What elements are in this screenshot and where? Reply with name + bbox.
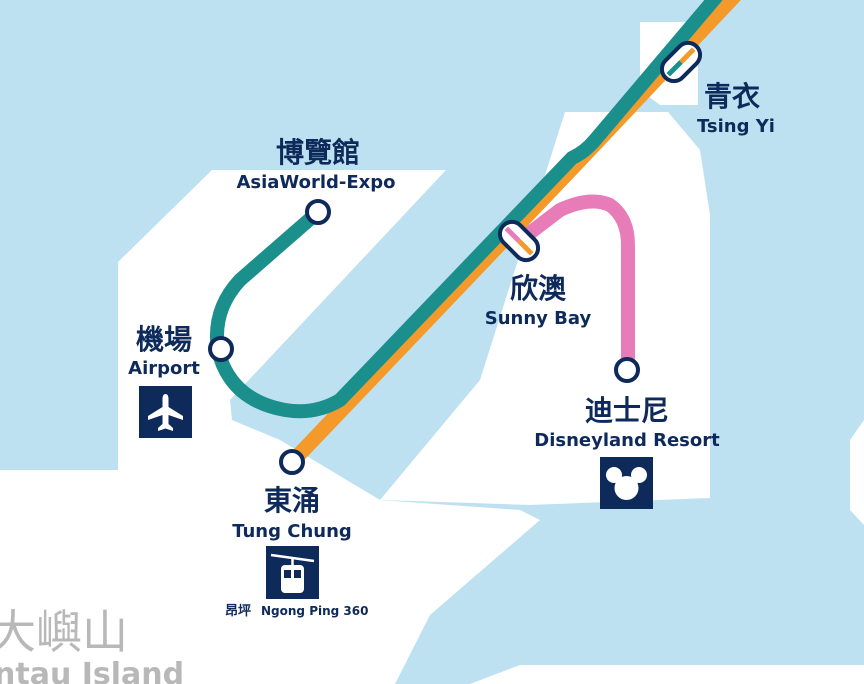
station-name-zh-asiaworld-expo: 博覽館 <box>276 136 360 169</box>
attraction-name-zh: 昂坪 <box>225 603 251 619</box>
station-name-zh-airport: 機場 <box>136 323 192 356</box>
island-label: 大嶼山 ntau Island <box>0 605 184 684</box>
land-bottom-right <box>470 665 864 684</box>
attraction-label-ngong-ping: 昂坪 Ngong Ping 360 <box>225 603 368 619</box>
station-name-zh-disneyland-resort: 迪士尼 <box>585 394 669 427</box>
land-masses <box>0 22 864 684</box>
station-marker-tsing-yi[interactable] <box>657 38 705 86</box>
airplane-icon <box>139 386 192 438</box>
land-airport-island <box>118 170 446 470</box>
station-name-zh-tung-chung: 東涌 <box>264 484 320 517</box>
disneyland-resort-line <box>513 194 635 368</box>
airport-express-line <box>210 0 723 419</box>
station-name-en-asiaworld-expo: AsiaWorld-Expo <box>236 172 395 193</box>
station-marker-airport[interactable] <box>208 336 234 362</box>
station-name-en-tsing-yi: Tsing Yi <box>697 116 775 137</box>
station-marker-tung-chung[interactable] <box>279 449 305 475</box>
station-markers <box>208 38 705 475</box>
station-name-zh-tsing-yi: 青衣 <box>704 80 760 113</box>
station-name-en-sunny-bay: Sunny Bay <box>485 308 592 329</box>
station-marker-asiaworld-expo[interactable] <box>305 199 331 225</box>
station-name-en-tung-chung: Tung Chung <box>232 521 352 542</box>
station-name-en-disneyland-resort: Disneyland Resort <box>534 430 720 451</box>
mickey-icon <box>600 457 653 509</box>
cable-car-icon <box>266 546 319 599</box>
station-name-zh-sunny-bay: 欣澳 <box>510 272 567 305</box>
island-name-en: ntau Island <box>0 657 184 684</box>
station-labels: 青衣 Tsing Yi 博覽館 AsiaWorld-Expo 欣澳 Sunny … <box>128 80 775 542</box>
station-name-en-airport: Airport <box>128 358 200 379</box>
station-marker-disneyland-resort[interactable] <box>614 357 640 383</box>
island-name-zh: 大嶼山 <box>0 605 128 659</box>
attraction-name-en: Ngong Ping 360 <box>261 604 368 618</box>
land-sunny-bay <box>380 112 710 505</box>
land-right-edge <box>850 420 864 525</box>
